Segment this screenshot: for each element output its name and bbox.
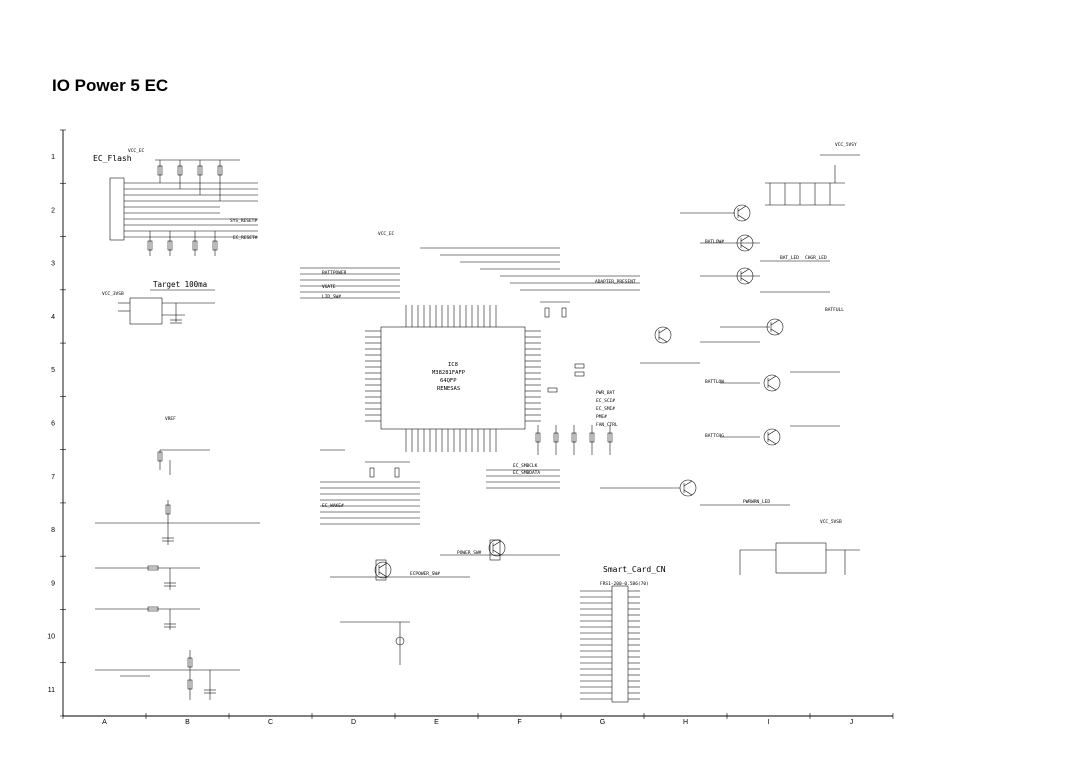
target-osc-label: Target 100ma	[153, 280, 207, 289]
mcu-ref: IC8	[448, 362, 458, 368]
net-pwr-bat: PWR_BAT	[596, 390, 615, 396]
net-chg-led: CHGR_LED	[805, 255, 827, 261]
mcu-vendor: RENESAS	[437, 386, 460, 392]
net-ec-sci: EC_SCI#	[596, 398, 615, 404]
net-vgate: VGATE	[322, 284, 336, 290]
row-label: 8	[51, 527, 55, 534]
column-label: B	[185, 719, 190, 726]
row-label: 9	[51, 580, 55, 587]
net-adapter-present: ADAPTER_PRESENT	[595, 279, 636, 285]
net-ec-reset: EC_RESET#	[233, 235, 258, 241]
mcu-part: M38281FAFP	[432, 370, 466, 376]
net-bat-led: BAT_LED	[780, 255, 799, 261]
smart-card-part: FRS1-200-0.5B6(70)	[600, 581, 649, 587]
net-vcc-5vsb: VCC_5VSB	[820, 519, 842, 525]
page-title: IO Power 5 EC	[52, 76, 169, 95]
net-battchg: BATTCHG	[705, 433, 724, 439]
net-power-sw: POWER_SW#	[457, 550, 482, 556]
net-vref: VREF	[165, 416, 176, 422]
column-label: C	[268, 719, 273, 726]
net-fan: FAN_CTRL	[596, 422, 618, 428]
wiring	[95, 154, 860, 703]
column-labels: A B C D E F G H I J	[102, 719, 853, 726]
mcu-package: 64QFP	[440, 378, 457, 384]
net-ec-wake: EC_WAKE#	[322, 503, 344, 509]
column-label: A	[102, 719, 107, 726]
net-lid: LID_SW#	[322, 294, 341, 300]
net-vcc-5vsy: VCC_5VSY	[835, 142, 857, 148]
net-pwr-led: PWRWRN_LED	[743, 499, 770, 505]
net-batlow: BATLOW#	[705, 239, 724, 245]
net-vcc-ec-mid: VCC_EC	[378, 231, 395, 237]
column-label: F	[517, 719, 521, 726]
row-label: 6	[51, 421, 55, 428]
net-ec-power-sw: ECPOWER_SW#	[410, 571, 440, 577]
net-vcc-3vsb: VCC_3VSB	[102, 291, 124, 297]
net-vcc-ec-top: VCC_EC	[128, 148, 145, 154]
net-batfull: BATFULL	[825, 307, 844, 313]
net-smb-data: EC_SMBDATA	[513, 470, 540, 476]
row-label: 10	[47, 634, 55, 641]
net-batt-power: BATTPOWER	[322, 270, 347, 276]
row-label: 11	[48, 687, 55, 694]
row-labels: 1 2 3 4 5 6 7 8 9 10 11	[47, 154, 55, 694]
row-label: 5	[51, 367, 55, 374]
net-pme: PME#	[596, 414, 607, 420]
net-smb-clk: EC_SMBCLK	[513, 463, 538, 469]
net-sys-reset: SYS_RESET#	[230, 218, 257, 224]
row-label: 3	[51, 261, 55, 268]
row-label: 1	[51, 154, 55, 161]
row-label: 2	[51, 207, 55, 214]
net-ec-smi: EC_SMI#	[596, 406, 615, 412]
column-label: E	[434, 719, 439, 726]
smart-card-label: Smart_Card_CN	[603, 565, 666, 574]
column-label: I	[768, 719, 770, 726]
ec-flash-label: EC_Flash	[93, 154, 132, 163]
row-label: 4	[51, 314, 55, 321]
drawing-frame	[60, 129, 894, 719]
net-battlow: BATTLOW	[705, 379, 724, 385]
column-label: G	[600, 719, 605, 726]
row-label: 7	[51, 474, 55, 481]
column-label: D	[351, 719, 356, 726]
column-label: H	[683, 719, 688, 726]
column-label: J	[850, 719, 854, 726]
